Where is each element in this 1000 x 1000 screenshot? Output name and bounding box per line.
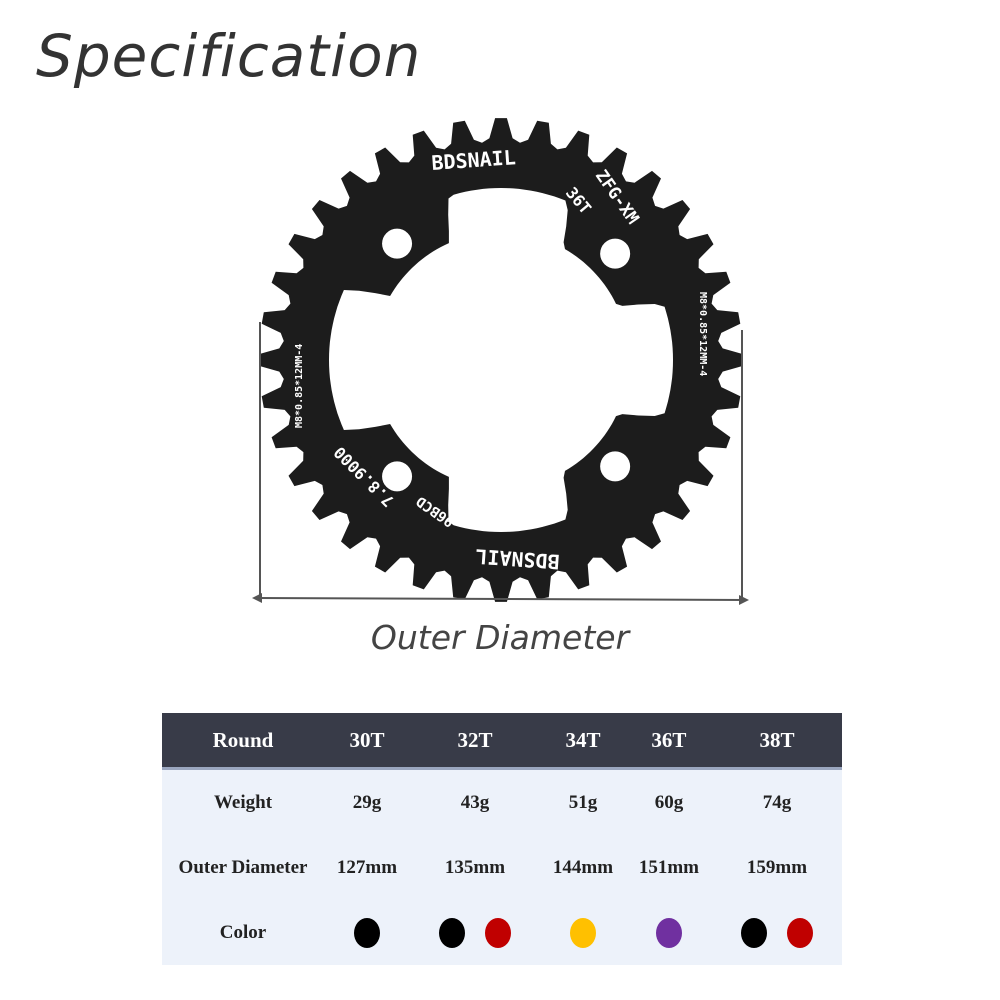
color-cell bbox=[625, 900, 712, 965]
row-label: Outer Diameter bbox=[162, 835, 324, 900]
cell: 60g bbox=[625, 768, 712, 835]
header-cell: 36T bbox=[625, 713, 712, 770]
header-cell: 38T bbox=[711, 713, 842, 770]
chainring bbox=[259, 118, 743, 602]
color-swatch bbox=[740, 917, 767, 948]
cell: 151mm bbox=[625, 835, 712, 900]
header-cell: 30T bbox=[324, 713, 410, 770]
header-cell: Round bbox=[162, 713, 324, 770]
color-swatch bbox=[655, 917, 682, 948]
color-cell bbox=[539, 900, 626, 965]
chainring-illustration: BDSNAIL 36T ZFG-XM M8*0.85*12MM-4 M8*0.8… bbox=[252, 118, 749, 605]
table-row-color: Color bbox=[162, 900, 842, 965]
bolt-hole bbox=[600, 238, 631, 269]
table-row-weight: Weight 29g 43g 51g 60g 74g bbox=[162, 768, 842, 835]
header-cell: 34T bbox=[539, 713, 626, 770]
logo-text-spec-right: M8*0.85*12MM-4 bbox=[697, 292, 708, 376]
row-label: Color bbox=[162, 900, 324, 965]
spec-table: Round 30T 32T 34T 36T 38T Weight 29g 43g… bbox=[162, 713, 842, 965]
cell: 135mm bbox=[409, 835, 540, 900]
bolt-hole bbox=[382, 461, 413, 492]
table-header-row: Round 30T 32T 34T 36T 38T bbox=[162, 713, 842, 770]
color-swatch bbox=[484, 917, 511, 948]
cell: 127mm bbox=[324, 835, 410, 900]
bolt-holes bbox=[382, 228, 631, 492]
cell: 144mm bbox=[539, 835, 626, 900]
arrow-right-icon bbox=[739, 595, 749, 605]
logo-text-bottom: BDSNAIL bbox=[475, 544, 561, 574]
color-cell bbox=[324, 900, 410, 965]
header-cell: 32T bbox=[409, 713, 540, 770]
arrow-left-icon bbox=[252, 593, 262, 603]
color-cell bbox=[711, 900, 842, 965]
color-swatch bbox=[786, 917, 813, 948]
color-swatch bbox=[438, 917, 465, 948]
logo-text-top: BDSNAIL bbox=[431, 145, 517, 175]
dimension-horizontal-line bbox=[255, 597, 747, 601]
logo-text-spec-left: M8*0.85*12MM-4 bbox=[294, 344, 305, 428]
page-title: Specification bbox=[36, 22, 422, 90]
cell: 51g bbox=[539, 768, 626, 835]
cell: 43g bbox=[409, 768, 540, 835]
cell: 74g bbox=[711, 768, 842, 835]
diameter-caption: Outer Diameter bbox=[370, 618, 630, 657]
color-swatch bbox=[353, 917, 380, 948]
cell: 159mm bbox=[711, 835, 842, 900]
color-cell bbox=[409, 900, 540, 965]
dimension-lines bbox=[252, 322, 749, 605]
color-swatch bbox=[569, 917, 596, 948]
bolt-hole bbox=[382, 228, 413, 259]
row-label: Weight bbox=[162, 768, 324, 835]
cell: 29g bbox=[324, 768, 410, 835]
table-row-outer-diameter: Outer Diameter 127mm 135mm 144mm 151mm 1… bbox=[162, 835, 842, 900]
bolt-hole bbox=[600, 451, 631, 482]
